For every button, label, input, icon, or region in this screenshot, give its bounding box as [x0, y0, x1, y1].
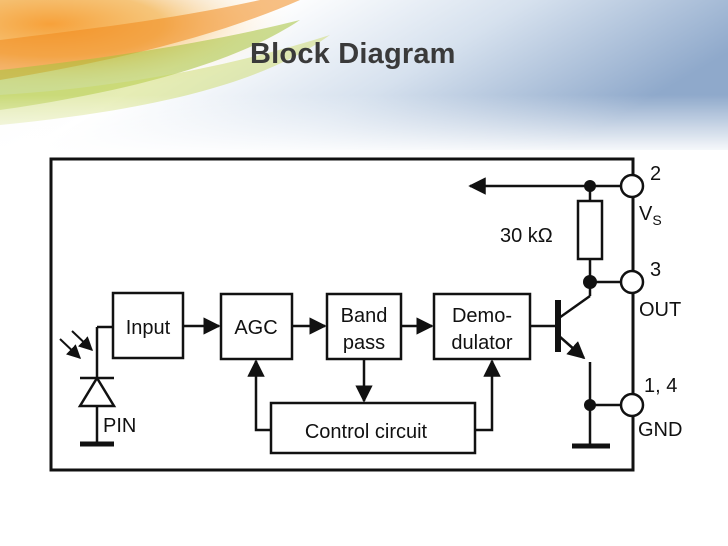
pin-3-terminal — [619, 269, 645, 295]
photodiode — [77, 325, 117, 447]
gnd-junction-dot — [584, 399, 596, 411]
slide-title: Block Diagram — [250, 38, 456, 70]
demodulator-label-line2: dulator — [451, 332, 512, 354]
pin-1-4-number: 1, 4 — [644, 375, 677, 397]
input-block — [111, 291, 185, 360]
demodulator-block — [432, 292, 532, 361]
vs-subscript: S — [652, 212, 661, 228]
demodulator-label-line1: Demo- — [452, 305, 512, 327]
out-junction-dot — [583, 275, 597, 289]
pin-2-number: 2 — [650, 163, 661, 185]
resistor-30k — [576, 199, 604, 261]
gnd-label: GND — [638, 419, 682, 441]
bandpass-block — [325, 292, 403, 361]
pin-2-terminal — [619, 173, 645, 199]
bandpass-label-line2: pass — [343, 332, 385, 354]
resistor-label: 30 kΩ — [500, 225, 553, 247]
control-circuit-block — [269, 401, 477, 455]
pin-3-number: 3 — [650, 259, 661, 281]
photodiode-label: PIN — [103, 415, 136, 437]
vs-label: VS — [639, 203, 662, 228]
input-label: Input — [126, 317, 171, 339]
vs-junction-dot — [584, 180, 596, 192]
pin-1-4-terminal — [619, 392, 645, 418]
header-banner — [0, 0, 728, 155]
bandpass-label-line1: Band — [341, 305, 388, 327]
arrow-control-to-demodulator — [475, 359, 501, 432]
arrow-control-to-agc — [247, 359, 271, 432]
agc-label: AGC — [234, 317, 277, 339]
agc-block — [219, 292, 294, 361]
control-circuit-label: Control circuit — [305, 421, 428, 443]
out-label: OUT — [639, 299, 681, 321]
light-arrows-icon — [59, 330, 94, 359]
